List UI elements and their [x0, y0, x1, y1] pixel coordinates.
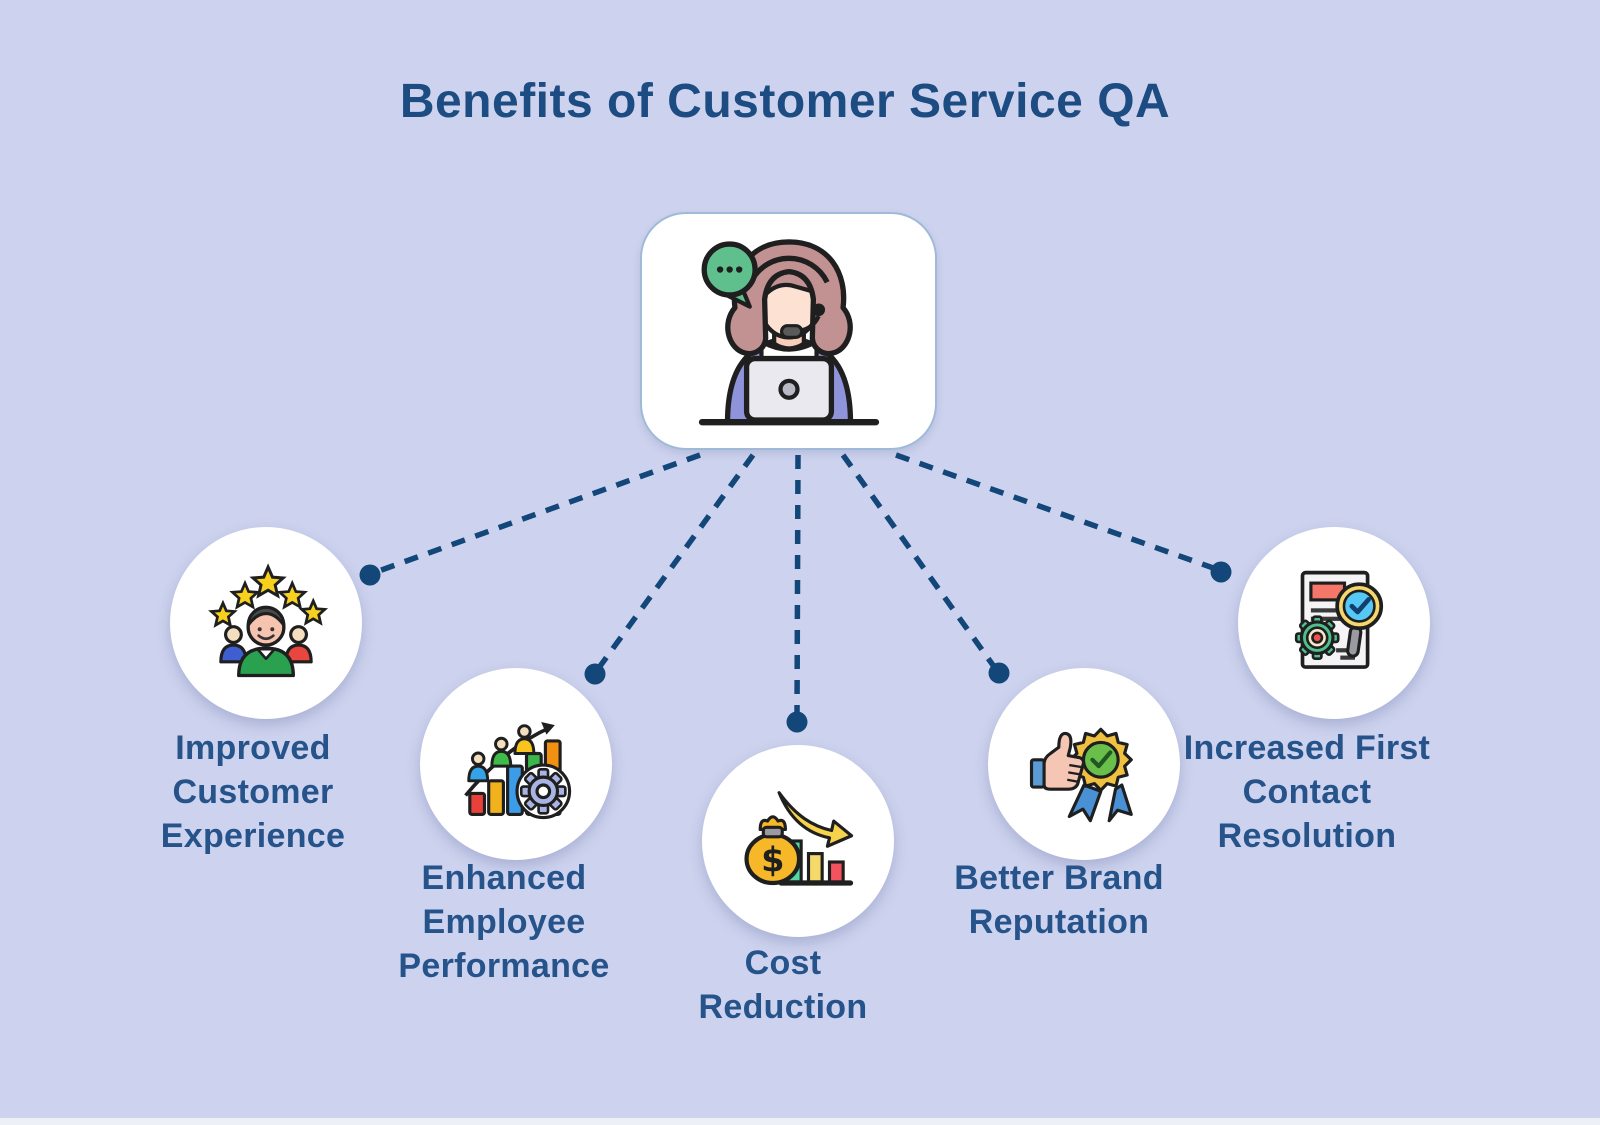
first-contact-resolution-icon: [1294, 570, 1384, 669]
connector-endpoint-dot: [584, 663, 606, 685]
connector-line-3: [794, 454, 801, 717]
node-label-better-brand-reputation: Better Brand Reputation: [954, 859, 1164, 941]
connector-endpoint-dot: [786, 711, 808, 733]
center-card: [640, 212, 937, 450]
brand-reputation-badge-icon: [1029, 727, 1133, 823]
svg-text:$: $: [761, 840, 784, 879]
connector-endpoint-dot: [988, 662, 1010, 684]
connector-line-4: [840, 453, 998, 670]
node-label-cost-reduction: Cost Reduction: [698, 944, 868, 1026]
node-circle-improved-customer-experience: [170, 527, 362, 719]
node-label-enhanced-employee-performance: Enhanced Employee Performance: [398, 859, 610, 985]
connector-line-1: [375, 452, 701, 575]
node-circle-better-brand-reputation: [988, 668, 1180, 860]
employee-performance-chart-icon: [464, 722, 572, 820]
connector-endpoint-dot: [359, 564, 381, 586]
connector-endpoint-dot: [1210, 561, 1232, 583]
customer-support-agent-icon: [698, 239, 879, 426]
node-label-improved-customer-experience: Improved Customer Experience: [160, 729, 346, 855]
page-title: Benefits of Customer Service QA: [399, 75, 1171, 128]
node-label-increased-first-contact-resolution: Increased First Contact Resolution: [1183, 729, 1431, 855]
connector-line-5: [895, 452, 1217, 572]
node-circle-enhanced-employee-performance: [420, 668, 612, 860]
cost-reduction-money-bag-icon: $: [744, 791, 854, 886]
bottom-strip: [0, 1118, 1600, 1125]
node-circle-cost-reduction: $: [702, 745, 894, 937]
customer-rating-stars-icon: [210, 565, 327, 678]
node-circle-increased-first-contact-resolution: [1238, 527, 1430, 719]
connector-line-2: [595, 453, 756, 671]
